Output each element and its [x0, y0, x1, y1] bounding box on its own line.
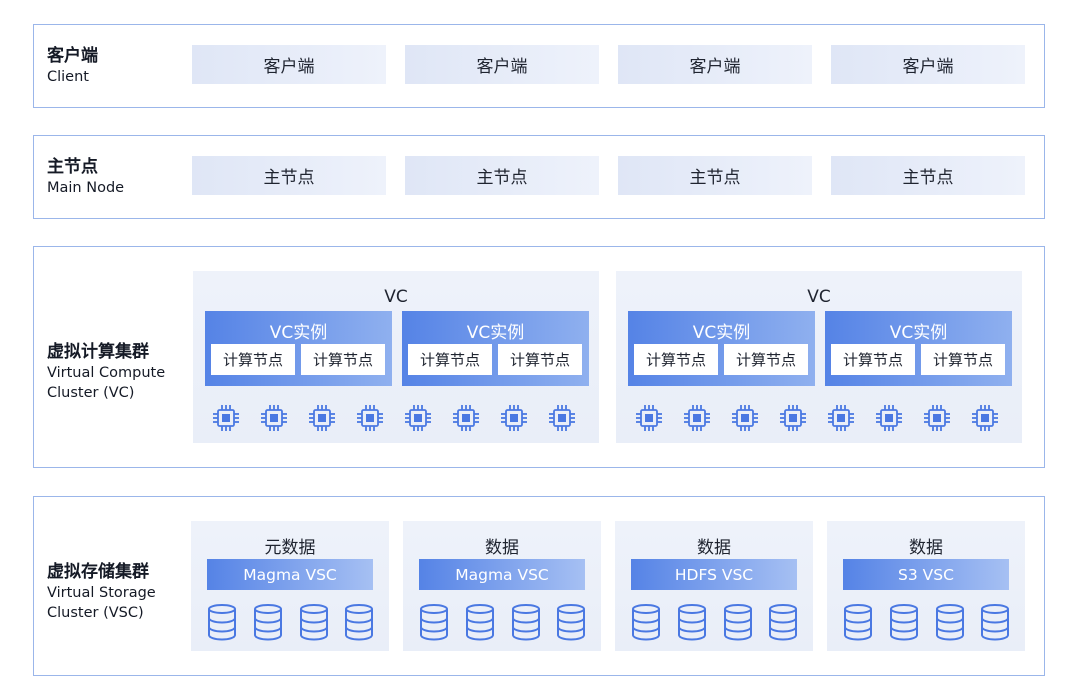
vc-layer: 虚拟计算集群 Virtual Compute Cluster (VC) VC V… [33, 246, 1045, 468]
database-icon [844, 604, 872, 641]
client-box: 客户端 [831, 45, 1025, 84]
cpu-chip-icon [548, 404, 576, 432]
vsc-bar: Magma VSC [207, 559, 373, 590]
main-node-box: 主节点 [405, 156, 599, 195]
vsc-group-title: 元数据 [264, 538, 316, 558]
vsc-group: 元数据 Magma VSC [191, 521, 389, 651]
vc-group: VC VC实例 计算节点 计算节点 VC实例 计算节点 计算节点 [616, 271, 1022, 443]
vsc-layer-title: 虚拟存储集群 Virtual Storage Cluster (VSC) [47, 561, 156, 623]
vsc-bar: S3 VSC [843, 559, 1009, 590]
cpu-chip-icon [731, 404, 759, 432]
main-node-box: 主节点 [192, 156, 386, 195]
client-box: 客户端 [192, 45, 386, 84]
main-node-layer: 主节点 Main Node 主节点 主节点 主节点 主节点 [33, 135, 1045, 219]
cpu-chip-icon [875, 404, 903, 432]
database-icon [632, 604, 660, 641]
vc-layer-title: 虚拟计算集群 Virtual Compute Cluster (VC) [47, 341, 165, 403]
cpu-chip-icon [635, 404, 663, 432]
main-node-box: 主节点 [831, 156, 1025, 195]
client-title-zh: 客户端 [47, 46, 98, 66]
database-icon [300, 604, 328, 641]
vsc-bar: HDFS VSC [631, 559, 797, 590]
compute-node: 计算节点 [634, 344, 718, 375]
main-node-layer-title: 主节点 Main Node [47, 156, 124, 198]
database-icon [981, 604, 1009, 641]
cpu-chip-icon [308, 404, 336, 432]
vc-group: VC VC实例 计算节点 计算节点 VC实例 计算节点 计算节点 [193, 271, 599, 443]
vsc-title-en-1: Virtual Storage [47, 585, 156, 601]
vsc-group-title: 数据 [697, 538, 731, 558]
vc-title-en-1: Virtual Compute [47, 365, 166, 381]
compute-node: 计算节点 [211, 344, 295, 375]
main-title-zh: 主节点 [47, 157, 98, 177]
cpu-chip-icon [500, 404, 528, 432]
vsc-bar: Magma VSC [419, 559, 585, 590]
database-icon [208, 604, 236, 641]
vc-instance-title: VC实例 [692, 323, 751, 343]
main-title-en: Main Node [47, 180, 125, 196]
database-icon [512, 604, 540, 641]
database-icon [466, 604, 494, 641]
compute-node: 计算节点 [724, 344, 808, 375]
database-icon [724, 604, 752, 641]
database-icon [345, 604, 373, 641]
cpu-chip-icon [971, 404, 999, 432]
client-box: 客户端 [405, 45, 599, 84]
database-icon [936, 604, 964, 641]
vc-group-title: VC [807, 287, 831, 307]
vsc-layer: 虚拟存储集群 Virtual Storage Cluster (VSC) 元数据… [33, 496, 1045, 676]
cpu-chip-icon [260, 404, 288, 432]
vsc-group: 数据 S3 VSC [827, 521, 1025, 651]
cpu-chip-icon [212, 404, 240, 432]
cpu-chip-icon [452, 404, 480, 432]
client-box: 客户端 [618, 45, 812, 84]
client-layer: 客户端 Client 客户端 客户端 客户端 客户端 [33, 24, 1045, 108]
vc-title-en-2: Cluster (VC) [47, 385, 135, 401]
vc-group-title: VC [384, 287, 408, 307]
vc-instance: VC实例 计算节点 计算节点 [628, 311, 815, 386]
cpu-chip-icon [356, 404, 384, 432]
compute-node: 计算节点 [498, 344, 582, 375]
vc-instance: VC实例 计算节点 计算节点 [825, 311, 1012, 386]
cpu-chip-icon [404, 404, 432, 432]
database-icon [890, 604, 918, 641]
database-icon [420, 604, 448, 641]
vsc-title-en-2: Cluster (VSC) [47, 605, 144, 621]
compute-node: 计算节点 [408, 344, 492, 375]
vc-instance-title: VC实例 [466, 323, 525, 343]
vc-instance-title: VC实例 [889, 323, 948, 343]
compute-node: 计算节点 [921, 344, 1005, 375]
vc-instance-title: VC实例 [269, 323, 328, 343]
database-icon [769, 604, 797, 641]
vsc-group-title: 数据 [485, 538, 519, 558]
database-icon [678, 604, 706, 641]
cpu-chip-icon [923, 404, 951, 432]
database-icon [557, 604, 585, 641]
cpu-chip-icon [779, 404, 807, 432]
vc-title-zh: 虚拟计算集群 [47, 342, 149, 362]
vsc-group: 数据 HDFS VSC [615, 521, 813, 651]
compute-node: 计算节点 [831, 344, 915, 375]
cpu-chip-icon [683, 404, 711, 432]
main-node-box: 主节点 [618, 156, 812, 195]
compute-node: 计算节点 [301, 344, 385, 375]
vc-instance: VC实例 计算节点 计算节点 [402, 311, 589, 386]
vsc-group-title: 数据 [909, 538, 943, 558]
cpu-chip-icon [827, 404, 855, 432]
vsc-title-zh: 虚拟存储集群 [47, 562, 149, 582]
vsc-group: 数据 Magma VSC [403, 521, 601, 651]
client-title-en: Client [47, 69, 89, 85]
client-layer-title: 客户端 Client [47, 45, 98, 87]
database-icon [254, 604, 282, 641]
vc-instance: VC实例 计算节点 计算节点 [205, 311, 392, 386]
